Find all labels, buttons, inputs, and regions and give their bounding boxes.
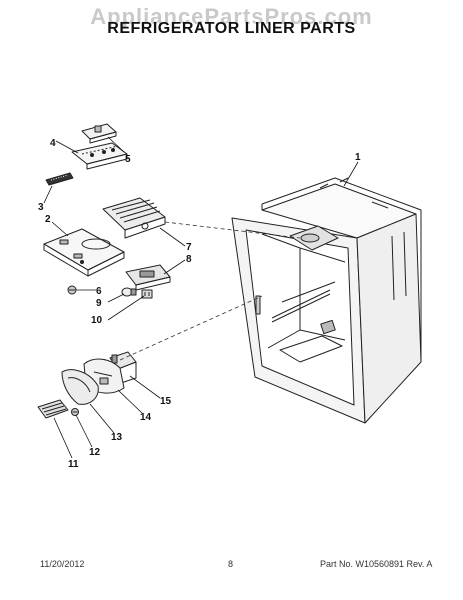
callout-8: 8 <box>186 254 192 265</box>
part-2-housing <box>43 228 125 277</box>
part-4-control-panel <box>71 142 128 170</box>
callout-15: 15 <box>160 396 172 407</box>
part-11-lens <box>37 399 69 419</box>
callout-2: 2 <box>45 214 51 225</box>
footer-date: 11/20/2012 <box>40 559 85 569</box>
part-6-screw <box>67 285 77 295</box>
part-7-light-cover <box>102 197 166 239</box>
footer-part-number: Part No. W10560891 Rev. A <box>320 559 433 569</box>
part-5-bracket <box>81 123 117 144</box>
callout-5: 5 <box>125 154 131 165</box>
footer-page-number: 8 <box>228 559 234 569</box>
part-10-socket <box>141 289 153 299</box>
callout-7: 7 <box>186 242 192 253</box>
callout-13: 13 <box>111 432 123 443</box>
part-12-screw <box>71 408 79 416</box>
callout-10: 10 <box>91 315 103 326</box>
page-title: REFRIGERATOR LINER PARTS <box>107 20 356 37</box>
callout-14: 14 <box>140 412 152 423</box>
callout-6: 6 <box>96 286 102 297</box>
leader-lines <box>43 136 359 459</box>
callout-11: 11 <box>68 459 79 470</box>
part-9-bulb <box>121 287 137 297</box>
assembly-lines <box>119 221 301 361</box>
part-3-label <box>45 172 74 186</box>
part-13-cover <box>61 369 99 405</box>
callout-1: 1 <box>355 152 361 163</box>
callout-4: 4 <box>50 138 56 149</box>
callout-12: 12 <box>89 447 101 458</box>
callout-3: 3 <box>38 202 44 213</box>
callout-9: 9 <box>96 298 102 309</box>
part-1-liner <box>231 177 422 424</box>
part-8-switch <box>125 264 171 291</box>
watermark: AppliancePartsPros.com <box>90 4 373 29</box>
